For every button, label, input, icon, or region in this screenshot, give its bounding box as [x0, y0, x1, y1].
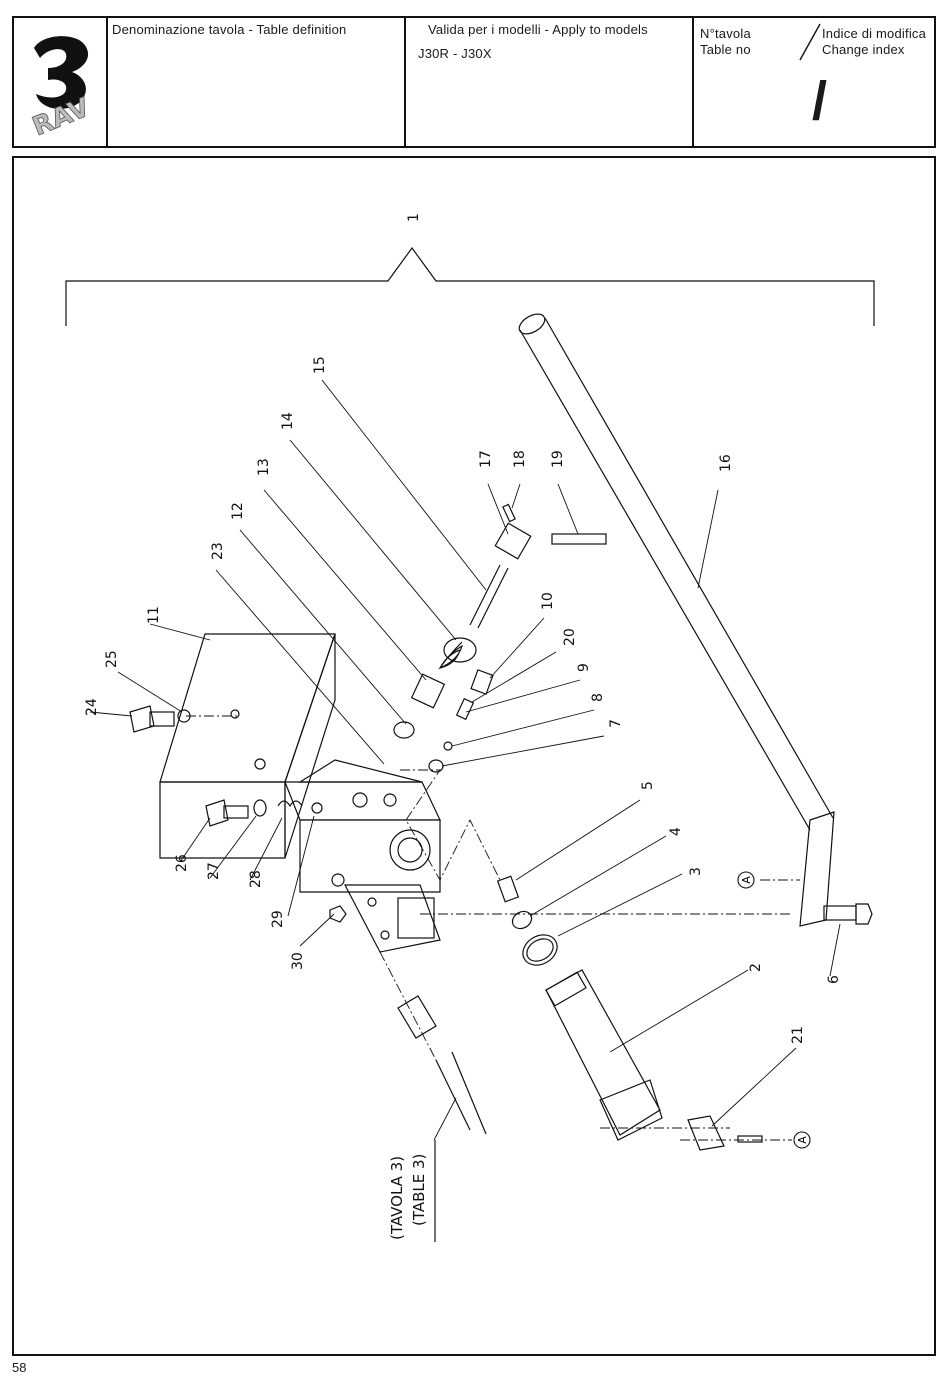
callout-5: 5: [640, 781, 656, 790]
o-ring-3-inner: [523, 934, 557, 965]
callout-30: 30: [290, 952, 306, 970]
marker-a-2: A: [796, 1136, 809, 1144]
callout-27: 27: [206, 862, 222, 880]
pin-assembly-21: [688, 1116, 762, 1150]
table-ref-it: (TAVOLA 3): [388, 1156, 406, 1240]
callout-9: 9: [576, 663, 592, 672]
table-ref-en: (TABLE 3): [410, 1154, 428, 1226]
callout-11: 11: [146, 606, 162, 624]
callout-15: 15: [312, 356, 328, 374]
callout-20: 20: [562, 628, 578, 646]
mounting-plate: [345, 885, 440, 952]
callout-13: 13: [256, 458, 272, 476]
callout-18: 18: [512, 450, 528, 468]
callout-17: 17: [478, 450, 494, 468]
callout-29: 29: [270, 910, 286, 928]
bushing-5: [498, 876, 519, 901]
callout-12: 12: [230, 502, 246, 520]
valve-block: [160, 634, 440, 892]
leader-lines: [90, 380, 840, 1140]
callout-25: 25: [104, 650, 120, 668]
reference-markers: A A: [738, 872, 810, 1148]
callout-1: 1: [406, 213, 422, 222]
callout-14: 14: [280, 412, 296, 430]
o-ring-4: [509, 908, 534, 932]
page-number: 58: [12, 1360, 26, 1375]
cylinder-2: [546, 970, 662, 1140]
callout-28: 28: [248, 870, 264, 888]
callout-10: 10: [540, 592, 556, 610]
callout-2: 2: [748, 963, 764, 972]
o-ring-3: [517, 929, 562, 971]
callout-23: 23: [210, 542, 226, 560]
callout-6: 6: [826, 975, 842, 984]
callout-26: 26: [174, 854, 190, 872]
table-reference: (TAVOLA 3) (TABLE 3): [388, 1154, 428, 1240]
callout-8: 8: [590, 693, 606, 702]
callout-4: 4: [668, 827, 684, 836]
callout-19: 19: [550, 450, 566, 468]
callout-3: 3: [688, 867, 704, 876]
callout-16: 16: [718, 454, 734, 472]
assembly-bracket: [66, 248, 874, 326]
marker-a-1: A: [740, 876, 753, 884]
callout-21: 21: [790, 1026, 806, 1044]
pipe-16: [516, 310, 833, 830]
bolt-6: [824, 904, 872, 924]
callout-7: 7: [608, 719, 624, 728]
callout-24: 24: [84, 698, 100, 716]
handle-bracket: [800, 812, 834, 926]
